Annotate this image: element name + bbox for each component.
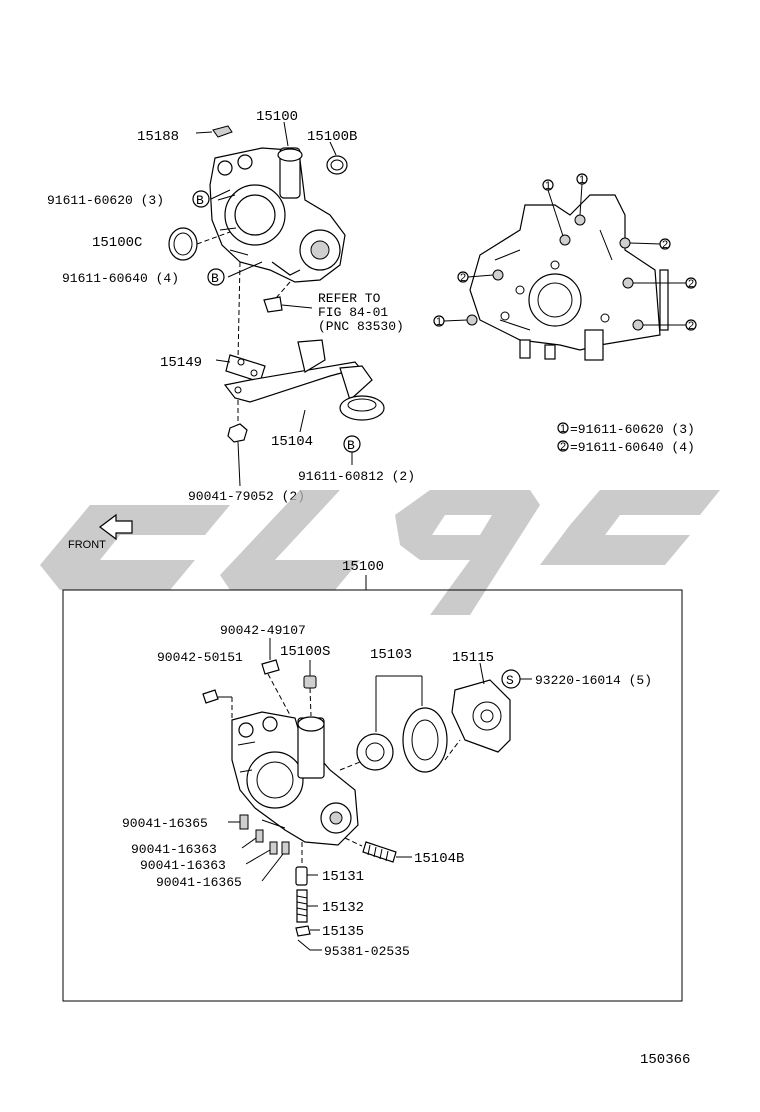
label-bolt-c: 91611-60812 (2) (298, 469, 415, 484)
callout-b-3-letter: B (347, 438, 355, 453)
callout-s-letter: S (506, 673, 514, 688)
svg-text:1: 1 (560, 423, 566, 435)
lower-pump-illustration (231, 711, 359, 846)
spring-15132-icon (296, 889, 308, 923)
label-15132: 15132 (322, 900, 364, 916)
plug-15100S-icon (303, 675, 317, 689)
svg-text:1: 1 (545, 180, 551, 192)
label-refer-2: FIG 84-01 (318, 305, 388, 320)
label-15188: 15188 (137, 129, 179, 145)
label-95381: 95381-02535 (324, 944, 410, 959)
label-15100-upper: 15100 (256, 109, 298, 125)
side-view-markers: 1 1 2 2 2 1 2 (433, 173, 697, 332)
label-15131: 15131 (322, 869, 364, 885)
valve-15131-icon (295, 866, 308, 886)
callout-b-1-letter: B (196, 193, 204, 208)
label-15100S: 15100S (280, 644, 330, 660)
spring-15104B-icon (362, 841, 397, 863)
legend-2: =91611-60640 (4) (570, 440, 695, 455)
assembly-frame (62, 589, 683, 1002)
label-90041-16363-b: 90041-16363 (140, 858, 226, 873)
retainer-15135-icon (295, 925, 311, 937)
callout-b-1 (192, 190, 210, 208)
callout-b-2 (207, 268, 225, 286)
svg-text:2: 2 (688, 278, 694, 290)
plug-90042-50151-icon (202, 689, 219, 704)
rotor-15103-icon (356, 707, 448, 773)
watermark-logo (40, 490, 720, 615)
front-arrow-icon (99, 513, 133, 541)
legend-1: =91611-60620 (3) (570, 422, 695, 437)
cover-15115-icon (451, 679, 511, 753)
label-bolt-a: 91611-60620 (3) (47, 193, 164, 208)
label-refer-1: REFER TO (318, 291, 381, 306)
figure-number: 150366 (640, 1052, 690, 1068)
plug-90042-49107-icon (261, 659, 280, 675)
svg-text:2: 2 (688, 320, 694, 332)
legend-marker-1 (557, 422, 569, 434)
label-15100B: 15100B (307, 129, 357, 145)
svg-text:1: 1 (436, 316, 442, 328)
svg-text:2: 2 (460, 272, 466, 284)
label-15100C: 15100C (92, 235, 142, 251)
pin-95381-icon (297, 939, 315, 951)
label-bolt-b: 91611-60640 (4) (62, 271, 179, 286)
label-15149: 15149 (160, 355, 202, 371)
label-15135: 15135 (322, 924, 364, 940)
label-15115: 15115 (452, 650, 494, 666)
plug-90041-16365-b-icon (281, 841, 290, 855)
label-15104: 15104 (271, 434, 313, 450)
plug-90041-16363-b-icon (269, 841, 278, 855)
nut-icon (227, 423, 248, 443)
label-90042-49107: 90042-49107 (220, 623, 306, 638)
label-90041-16365-a: 90041-16365 (122, 816, 208, 831)
part-15188-icon (212, 125, 233, 138)
label-15100-assembly: 15100 (342, 559, 384, 575)
label-90041-16365-b: 90041-16365 (156, 875, 242, 890)
upper-pump-illustration (209, 147, 346, 283)
label-nut: 90041-79052 (2) (188, 489, 305, 504)
svg-text:2: 2 (662, 239, 668, 251)
label-90042-50151: 90042-50151 (157, 650, 243, 665)
oring-15100B-icon (326, 155, 348, 175)
strainer-15104-icon (223, 339, 385, 421)
side-view-illustration (469, 194, 669, 361)
front-label: FRONT (68, 539, 106, 551)
legend-marker-2 (557, 440, 569, 452)
label-15104B: 15104B (414, 851, 464, 867)
plug-90041-16365-a-icon (239, 814, 249, 830)
svg-text:2: 2 (560, 441, 566, 453)
label-15103: 15103 (370, 647, 412, 663)
callout-b-2-letter: B (211, 271, 219, 286)
label-90041-16363-a: 90041-16363 (131, 842, 217, 857)
label-refer-3: (PNC 83530) (318, 319, 404, 334)
label-93220: 93220-16014 (5) (535, 673, 652, 688)
sensor-bolt-icon (263, 296, 283, 313)
plug-90041-16363-a-icon (255, 829, 264, 843)
svg-text:1: 1 (579, 174, 585, 186)
